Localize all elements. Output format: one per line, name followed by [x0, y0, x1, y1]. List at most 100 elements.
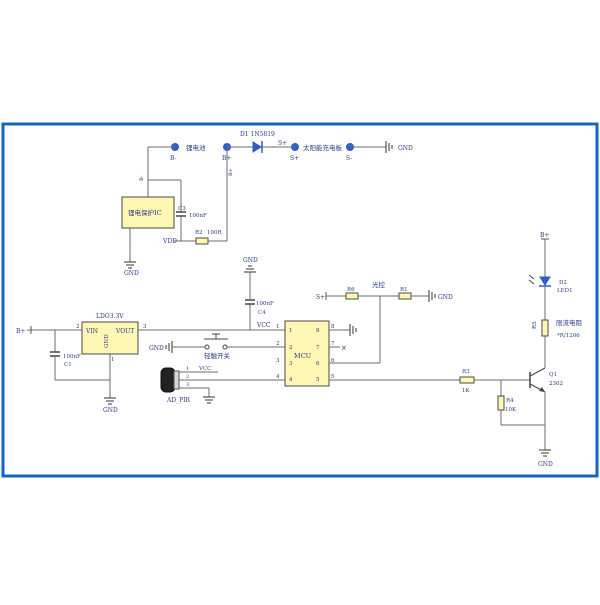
mcu-chip	[284, 320, 330, 387]
r2-value: 100R	[207, 230, 222, 236]
pir-pin2: 2	[186, 374, 189, 380]
pir-pin3: 3	[186, 382, 189, 388]
ldo-gnd-label: GND	[103, 407, 118, 414]
resistor-r2	[195, 237, 209, 245]
r2-name: R2	[195, 230, 203, 236]
ldo-pin3: 3	[143, 324, 147, 330]
resistor-r6	[345, 292, 359, 300]
mcu-label: MCU	[294, 352, 312, 360]
c1-value: 100nF	[63, 354, 81, 360]
ls-splus-label: S+	[316, 294, 325, 301]
mcu-pin7-nc: ×	[341, 344, 347, 352]
vcc-label: VCC	[256, 322, 271, 329]
resistor-r3	[459, 376, 475, 384]
pir-sensor	[160, 367, 176, 393]
solar-panel-label: 太阳能充电板	[303, 143, 343, 152]
r4-name: R4	[506, 398, 514, 404]
ldo-label: LDO3.3V	[96, 313, 124, 320]
ldo-gnd-pin: GND	[104, 334, 110, 348]
c4-value: 100nF	[256, 301, 274, 307]
light-gnd-symbol	[428, 289, 436, 303]
battery-minus-label: B-	[170, 155, 177, 162]
r3-name: R3	[462, 369, 470, 375]
ic-bminus-pin-label: B-	[139, 175, 145, 181]
mcu-pin2: 2	[276, 341, 280, 347]
led-d2	[528, 274, 551, 287]
power-charging-section: 锂电池 B- B+ D1 1N5819 S+ S+ 太阳能充电板 S- GND …	[121, 131, 413, 277]
transistor-q1	[529, 367, 546, 393]
r3-value: 1K	[462, 388, 470, 394]
switch-gnd-label: GND	[149, 345, 164, 352]
mcu-pin4: 4	[276, 374, 280, 380]
top-gnd-label: GND	[243, 257, 258, 264]
pir-label: AD_PIR	[166, 397, 191, 404]
mcu-pin1: 1	[276, 324, 280, 330]
ldo-vin: VIN	[85, 328, 98, 335]
ldo-regulator	[81, 321, 139, 355]
led-bplus-label: B+	[540, 232, 549, 239]
resistor-r5	[541, 319, 549, 337]
mcu-section: B+ LDO3.3V VIN VOUT GND 2 3 1 100nF C1 G…	[16, 257, 460, 414]
mcu-pin6: 6	[316, 361, 320, 367]
mcu-outer-pin8: 8	[331, 324, 335, 330]
solar-plus-label: S+	[290, 155, 299, 162]
mcu-inner-pin4: 4	[289, 377, 293, 383]
switch-gnd-symbol	[165, 340, 173, 354]
switch-label: 轻触开关	[204, 351, 231, 360]
protection-gnd-label: GND	[124, 270, 139, 277]
input-bplus-label: B+	[16, 328, 25, 335]
led-gnd-symbol	[538, 449, 552, 457]
solar-gnd-label: GND	[398, 145, 413, 152]
protection-ic	[121, 196, 175, 229]
protection-gnd-symbol	[123, 261, 137, 269]
mcu-outer-pin7: 7	[331, 341, 335, 347]
mcu-outer-pin6: 6	[331, 358, 335, 364]
d2-label: LED1	[557, 288, 573, 294]
mcu-outer-pin5: 5	[331, 374, 335, 380]
r1-name: R1	[400, 287, 408, 293]
pir-gnd-symbol	[202, 396, 216, 404]
resistor-r1	[398, 292, 412, 300]
ic-bplus-pin-label: B+	[228, 168, 234, 176]
r5-pkg: *R/1206	[557, 333, 580, 339]
led-gnd-label: GND	[538, 461, 553, 468]
battery-label: 锂电池	[186, 143, 206, 152]
c3-name: C3	[178, 206, 186, 212]
mcu-gnd-symbol	[349, 323, 357, 337]
diode-d1-label: D1 1N5819	[240, 131, 275, 138]
pir-vcc-label: VCC	[198, 366, 211, 372]
diode-d1	[252, 141, 263, 153]
mcu-inner-pin1: 1	[289, 328, 293, 334]
vdd-label: VDD	[162, 238, 177, 245]
d2-name: D2	[559, 280, 567, 286]
q1-part: 2302	[549, 381, 563, 387]
r6-name: R6	[347, 287, 355, 293]
pir-pin1: 1	[186, 366, 189, 372]
c1-name: C1	[64, 362, 72, 368]
led-driver-section: B+ D2 LED1 R5 限流电阻 *R/1206 R3 1K Q1	[459, 232, 583, 468]
mcu-pin5: 5	[316, 377, 320, 383]
q1-name: Q1	[549, 372, 557, 378]
r5-name: R5	[532, 321, 538, 329]
solar-minus-label: S-	[346, 155, 352, 162]
ldo-pin2: 2	[76, 324, 80, 330]
r4-value: 10K	[505, 407, 517, 413]
ldo-gnd-symbol	[103, 397, 117, 405]
schematic-frame	[1, 122, 599, 478]
ldo-vout: VOUT	[115, 328, 134, 335]
mcu-pin7: 7	[316, 345, 320, 351]
tact-switch	[204, 333, 228, 350]
c4-name: C4	[258, 310, 266, 316]
r5-desc: 限流电阻	[556, 318, 583, 327]
resistor-r4	[497, 395, 505, 411]
solar-plus-pin-label: S+	[278, 140, 287, 147]
solar-gnd-symbol	[385, 140, 393, 154]
light-gnd-label: GND	[438, 294, 453, 301]
mcu-pin3: 3	[276, 358, 280, 364]
mcu-pin8: 8	[316, 328, 320, 334]
top-gnd-symbol	[244, 265, 256, 273]
c3-value: 100nF	[189, 213, 207, 219]
ldo-pin1: 1	[111, 357, 115, 363]
